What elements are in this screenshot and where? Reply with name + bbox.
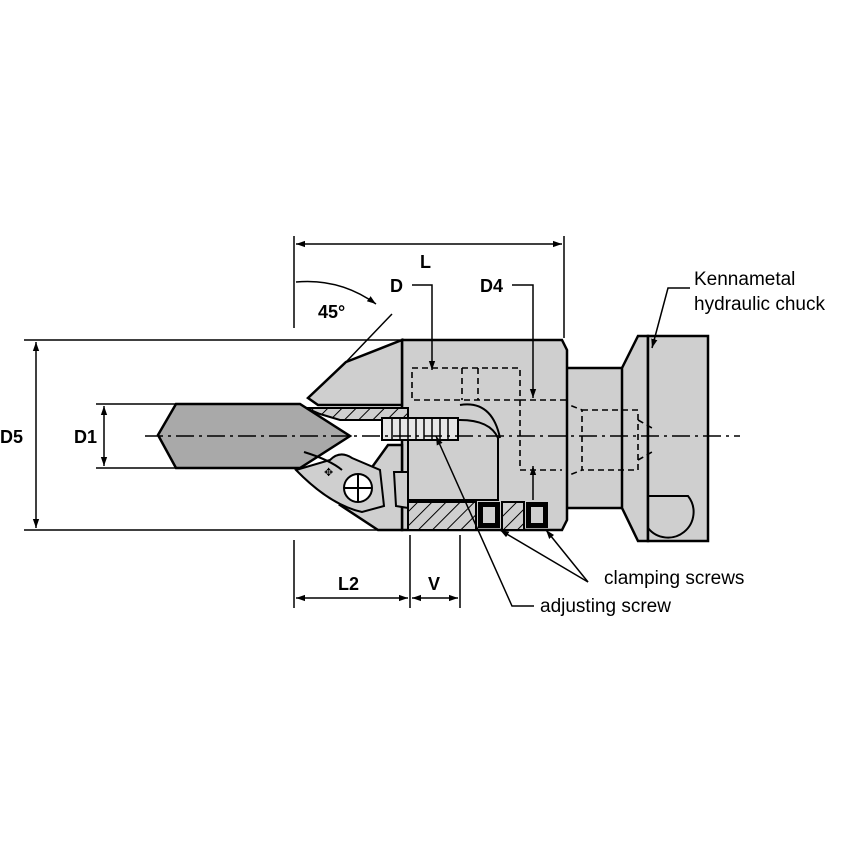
chuck-taper	[620, 334, 650, 543]
extension-lines	[24, 236, 565, 608]
label-L2: L2	[338, 574, 359, 594]
hydraulic-chuck	[560, 334, 710, 543]
leader-D	[412, 284, 436, 370]
label-adjusting-screw: adjusting screw	[540, 596, 671, 617]
label-chuck-line1: Kennametal	[694, 269, 795, 290]
leader-clamp-1	[499, 529, 589, 583]
chuck-flange	[646, 334, 710, 543]
dimension-lines	[32, 240, 690, 607]
svg-text:✥: ✥	[324, 467, 333, 479]
adjusting-screw	[381, 417, 459, 441]
section-bottom-right	[501, 501, 525, 531]
label-clamping-screws: clamping screws	[604, 568, 744, 589]
label-V: V	[428, 574, 440, 594]
body-hidden-lines	[402, 367, 566, 471]
leader-clamp-2	[545, 529, 589, 583]
leader-adjust	[435, 435, 534, 607]
label-D1: D1	[74, 427, 97, 447]
label-L: L	[420, 252, 431, 272]
angle-arc	[295, 280, 377, 305]
body-chamfer	[306, 338, 404, 407]
tool-body	[305, 338, 569, 532]
label-D4: D4	[480, 276, 503, 296]
leader-chuck	[651, 287, 690, 349]
label-D5: D5	[0, 427, 23, 447]
label-D: D	[390, 276, 403, 296]
leader-D4	[512, 284, 537, 398]
section-bottom	[407, 501, 477, 531]
label-angle: 45°	[318, 302, 345, 322]
label-chuck-line2: hydraulic chuck	[694, 294, 825, 315]
drive-slot	[647, 495, 695, 539]
